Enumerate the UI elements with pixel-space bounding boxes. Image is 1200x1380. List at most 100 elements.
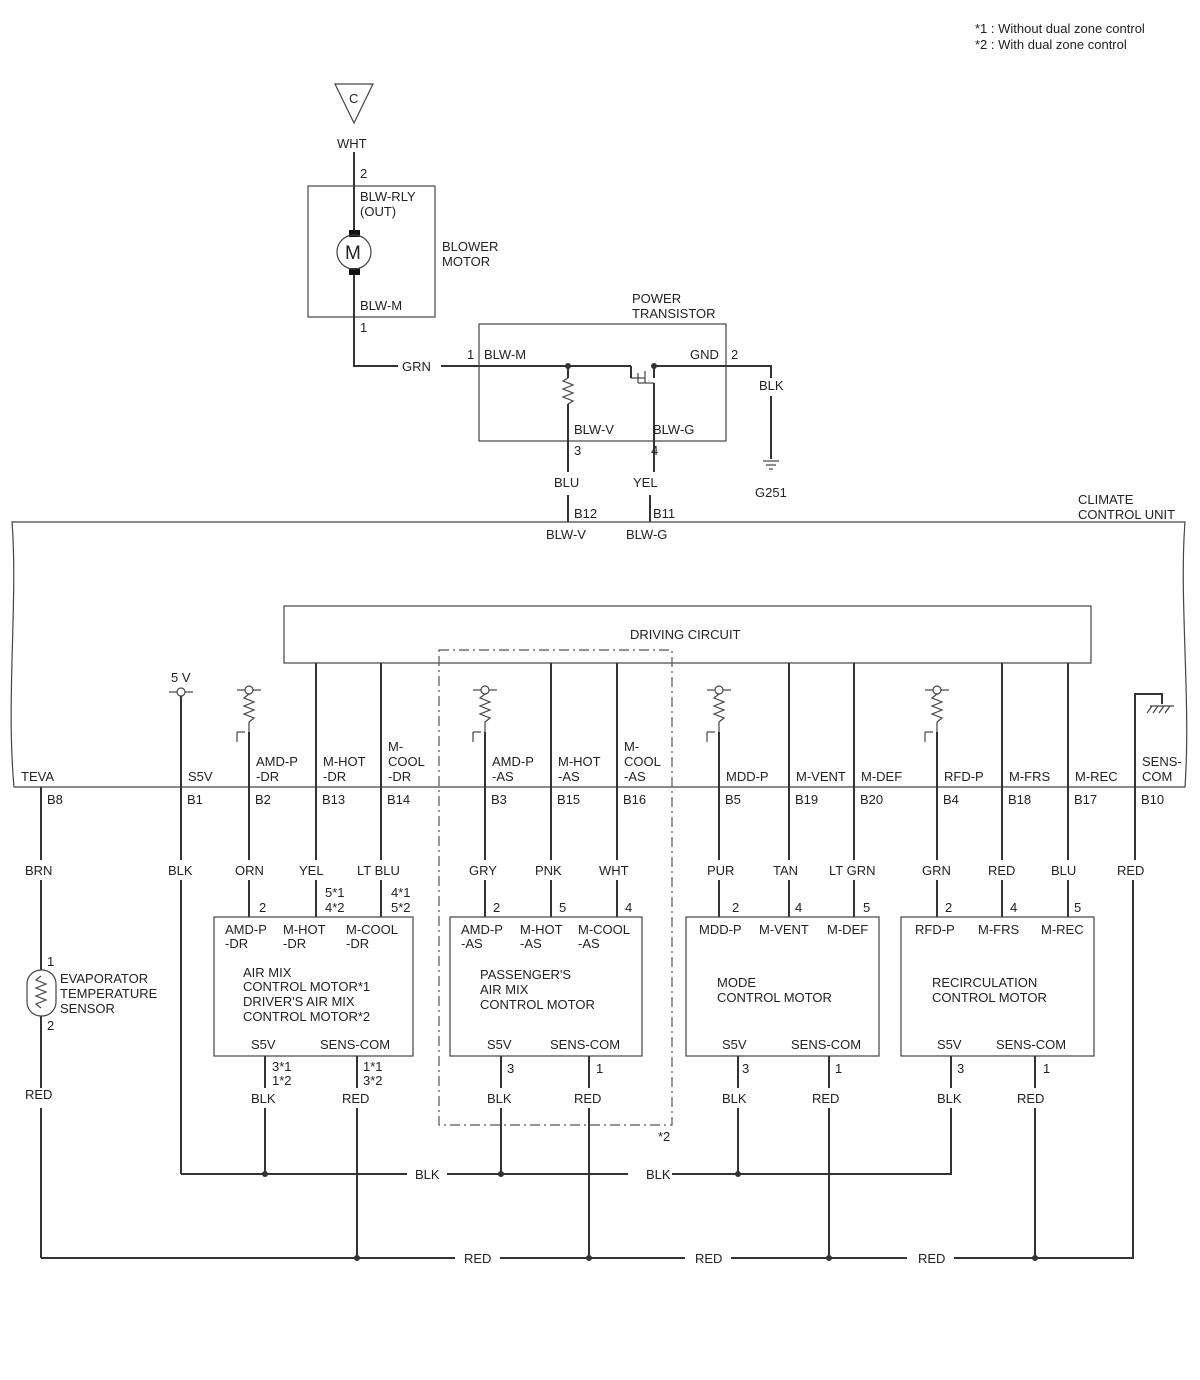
motor-box: [900, 916, 1095, 1057]
driving-circuit-box: [283, 605, 1092, 664]
motor-name-line: CONTROL MOTOR*1: [243, 979, 370, 994]
motor-name-line: DRIVER'S AIR MIX: [243, 994, 355, 1009]
pullup-terminal-icon: [244, 685, 254, 695]
motor-bottom-wire: BLK: [722, 1091, 747, 1106]
ccu-term-label: -DR: [323, 769, 346, 784]
blower-name-1: BLOWER: [442, 239, 498, 254]
ccu-term-label: S5V: [188, 769, 213, 784]
blower-pin-2: 2: [360, 166, 367, 181]
motor-bottom-pin: 1: [1043, 1061, 1050, 1076]
ccu-term-label: M-HOT: [558, 754, 601, 769]
ccu-term-label: -AS: [558, 769, 580, 784]
wire-label: PNK: [535, 863, 562, 878]
evap-name-1: EVAPORATOR: [60, 971, 148, 986]
ccu-term-blw-v: BLW-V: [546, 527, 586, 542]
motor-top-pin: 4*1: [391, 885, 411, 900]
bus-label-blk: BLK: [646, 1167, 671, 1182]
supply-terminal-icon: [176, 687, 186, 697]
blower-pin-1: 1: [360, 320, 367, 335]
motor-bottom-pin: 1*2: [272, 1073, 292, 1088]
pullup-terminal-icon: [480, 685, 490, 695]
motor-bottom-pin: 1*1: [363, 1059, 383, 1074]
ccu-term-label: COOL: [624, 754, 661, 769]
pullup-resistor-icon: [242, 693, 256, 723]
ccu-term-label: -DR: [388, 769, 411, 784]
blower-name-2: MOTOR: [442, 254, 490, 269]
transistor-pin-4: 4: [651, 443, 658, 458]
wire-label: TAN: [773, 863, 798, 878]
motor-name-line: MODE: [717, 975, 756, 990]
ccu-internals: 5 V: [169, 663, 1174, 787]
ccu-term-label: MDD-P: [726, 769, 769, 784]
evaporator-temperature-sensor: 1 2 EVAPORATOR TEMPERATURE SENSOR RED: [25, 954, 158, 1102]
connector-c-label: C: [349, 91, 358, 106]
mode-control-motor: MDD-P M-VENT M-DEF MODE CONTROL MOTOR S5…: [685, 900, 880, 1106]
wire-label-blk-gnd: BLK: [759, 378, 784, 393]
ccu-terminals: B8TEVAB1S5VB2AMD-P-DRB13M-HOT-DRB14M-COO…: [21, 739, 1182, 807]
motor-name-line: AIR MIX: [480, 982, 529, 997]
motor-name-line: CONTROL MOTOR: [717, 990, 832, 1005]
ccu-term-label: -DR: [256, 769, 279, 784]
ccu-term-label: COM: [1142, 769, 1172, 784]
ccu-term-label: RFD-P: [944, 769, 984, 784]
motor-top-pin: 5: [559, 900, 566, 915]
junction-dot: [826, 1255, 832, 1261]
motor-term: -AS: [578, 936, 600, 951]
ccu-term-label: TEVA: [21, 769, 54, 784]
motor-bottom-term: S5V: [722, 1037, 747, 1052]
air-mix-control-motor: AMD-P -DR M-HOT -DR M-COOL -DR AIR MIX C…: [213, 885, 414, 1106]
ccu-pin-b12: B12: [574, 506, 597, 521]
motor-brush-top: [349, 230, 360, 237]
ccu-pin-b15: B15: [557, 792, 580, 807]
motor-term: MDD-P: [699, 922, 742, 937]
motor-top-pin: 4: [795, 900, 802, 915]
junction-dot: [498, 1171, 504, 1177]
bus-label-red: RED: [918, 1251, 945, 1266]
motor-bottom-pin: 3: [742, 1061, 749, 1076]
junction-dot: [1032, 1255, 1038, 1261]
motor-top-pin: 4: [1010, 900, 1017, 915]
ccu-pin-b14: B14: [387, 792, 410, 807]
motor-bottom-wire: BLK: [251, 1091, 276, 1106]
motor-bottom-pin: 3: [957, 1061, 964, 1076]
ccu-pin-b13: B13: [322, 792, 345, 807]
wire-label: BLU: [1051, 863, 1076, 878]
motor-term: M-DEF: [827, 922, 868, 937]
wire-label-grn: GRN: [402, 359, 431, 374]
blower-term-out: (OUT): [360, 204, 396, 219]
motor-name-line: CONTROL MOTOR: [932, 990, 1047, 1005]
resistor-icon: [561, 377, 575, 405]
ccu-pin-b5: B5: [725, 792, 741, 807]
transistor-term-gnd: GND: [690, 347, 719, 362]
motor-box: [213, 916, 414, 1057]
motor-term: M-VENT: [759, 922, 809, 937]
ccu-pin-b1: B1: [187, 792, 203, 807]
wire-label: RED: [988, 863, 1015, 878]
motor-top-pin: 5: [1074, 900, 1081, 915]
transistor-pin-2: 2: [731, 347, 738, 362]
motor-term: -DR: [346, 936, 369, 951]
motor-term: M-HOT: [520, 922, 563, 937]
motor-name-line: CONTROL MOTOR*2: [243, 1009, 370, 1024]
ccu-pin-b20: B20: [860, 792, 883, 807]
motor-bottom-wire: RED: [1017, 1091, 1044, 1106]
ccu-pin-b2: B2: [255, 792, 271, 807]
ccu-term-label: -AS: [624, 769, 646, 784]
motor-name-line: CONTROL MOTOR: [480, 997, 595, 1012]
motor-term: -AS: [461, 936, 483, 951]
red-sensor-common-bus: RED RED RED: [40, 880, 1134, 1266]
bus-label-blk: BLK: [415, 1167, 440, 1182]
motor-top-pin: 2: [493, 900, 500, 915]
wire-grn-a: [353, 275, 398, 367]
wire-gnd: [654, 365, 772, 378]
ccu-pin-b11: B11: [653, 506, 675, 521]
transistor-pin-3: 3: [574, 443, 581, 458]
passengers-air-mix-control-motor: AMD-P -AS M-HOT -AS M-COOL -AS PASSENGER…: [449, 900, 643, 1106]
ccu-box: [10, 521, 1188, 788]
transistor-name-2: TRANSISTOR: [632, 306, 716, 321]
wire-label-blu: BLU: [554, 475, 579, 490]
motor-top-pin: 2: [259, 900, 266, 915]
transistor-name-1: POWER: [632, 291, 681, 306]
wire-label: PUR: [707, 863, 734, 878]
